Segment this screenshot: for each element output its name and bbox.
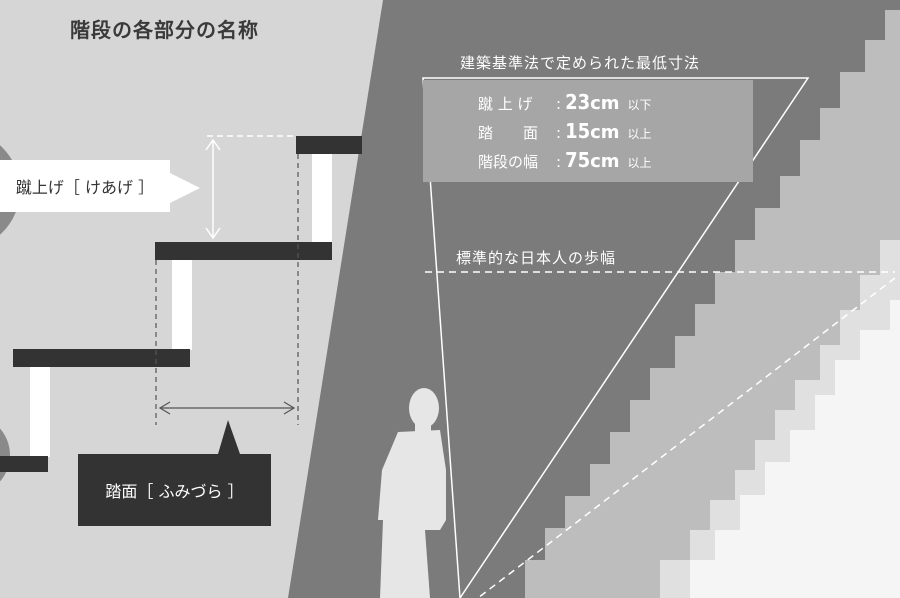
legal-row-label: 踏 面 [478, 124, 539, 142]
legal-row-value: 23 [565, 90, 591, 114]
tread-dimension [155, 154, 299, 425]
legal-row-width: 階段の幅 : 75 cm 以上 [478, 148, 652, 177]
riser-callout-label: 蹴上げ［ けあげ ］ [15, 178, 155, 197]
legal-row-suffix: 以上 [627, 127, 652, 141]
legal-row-colon: : [556, 124, 562, 142]
legal-row-value: 75 [565, 148, 591, 172]
riser-callout-pointer [168, 172, 200, 204]
staircase-white [690, 300, 900, 598]
riser-callout: 蹴上げ［ けあげ ］ [0, 160, 170, 212]
tread-callout-label: 踏面［ ふみづら ］ [105, 482, 244, 501]
tread-callout-pointer [218, 420, 240, 454]
legal-row-tread: 踏 面 : 15 cm 以上 [478, 119, 652, 148]
legal-row-label: 階段の幅 [478, 153, 539, 171]
page-title: 階段の各部分の名称 [70, 18, 259, 42]
legal-triangle [422, 77, 810, 598]
legal-row-suffix: 以下 [627, 98, 652, 112]
legal-list: 蹴 上 げ : 23 cm 以下 踏 面 : 15 cm 以上 階段の幅 : 7… [478, 90, 652, 177]
stair-section [0, 136, 362, 472]
legal-row-colon: : [556, 153, 562, 171]
legal-row-unit: cm [590, 93, 620, 114]
tread-callout: 踏面［ ふみづら ］ [78, 454, 271, 526]
legal-row-riser: 蹴 上 げ : 23 cm 以下 [478, 90, 652, 119]
legal-heading: 建築基準法で定められた最低寸法 [460, 54, 701, 72]
decorative-circle-bottom [0, 428, 10, 482]
legal-row-colon: : [556, 95, 562, 113]
legal-row-value: 15 [565, 119, 591, 143]
riser-dimension [205, 135, 296, 240]
legal-box [423, 80, 753, 182]
legal-row-unit: cm [590, 122, 620, 143]
legal-row-label: 蹴 上 げ [478, 95, 533, 113]
stride-label: 標準的な日本人の歩幅 [456, 249, 617, 267]
stride-diagonal [477, 277, 896, 598]
legal-row-suffix: 以上 [627, 156, 652, 170]
legal-row-unit: cm [590, 151, 620, 172]
person-silhouette [378, 388, 446, 598]
